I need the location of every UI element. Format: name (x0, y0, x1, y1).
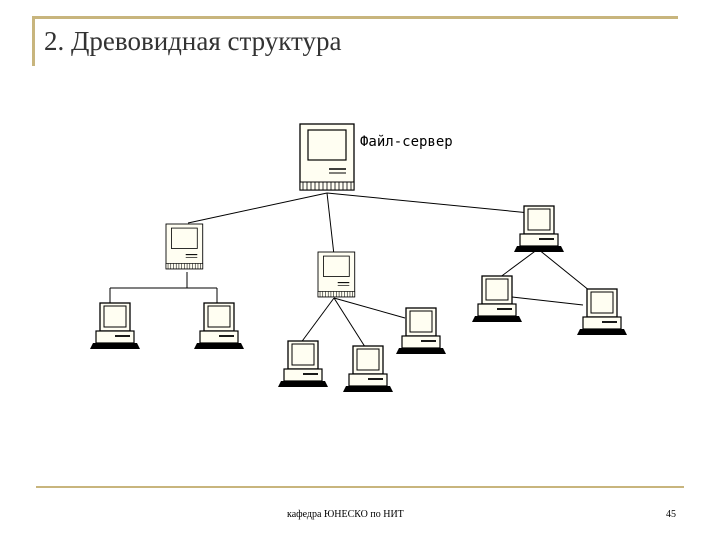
link-ws-right-top-ws-a (498, 248, 539, 279)
workstation-left-2-icon (193, 302, 245, 350)
workstation-center-2-icon (342, 345, 394, 393)
workstation-left-1-icon (89, 302, 141, 350)
link-server-hub-left (187, 192, 328, 224)
link-server-ws-right-top (326, 192, 531, 214)
slide-title: 2. Древовидная структура (44, 26, 342, 56)
workstation-center-1-icon (277, 340, 329, 388)
workstation-right-1-icon (471, 275, 523, 323)
page-number: 45 (666, 509, 676, 520)
bottom-accent-rule (36, 486, 684, 488)
link-ws-a-ws-b (511, 296, 584, 306)
hub-center-tower-icon (317, 251, 356, 298)
workstation-center-3-icon (395, 307, 447, 355)
link-ws-right-top-ws-b (537, 248, 591, 292)
link-server-hub-center (326, 192, 335, 256)
hub-left-tower-icon (165, 223, 204, 270)
footer-text: кафедра ЮНЕСКО по НИТ (287, 509, 404, 520)
link-hub-center-ws-2 (333, 297, 368, 351)
file-server-label: Файл-сервер (360, 134, 453, 150)
top-accent-rule (32, 16, 678, 19)
file-server-icon (299, 123, 355, 191)
workstation-right-2-icon (576, 288, 628, 336)
link-hub-center-ws-3 (333, 297, 406, 319)
left-accent-rule (32, 16, 35, 66)
link-hub-center-ws-1 (299, 297, 335, 345)
connection-lines (109, 192, 591, 351)
workstation-right-top-icon (513, 205, 565, 253)
